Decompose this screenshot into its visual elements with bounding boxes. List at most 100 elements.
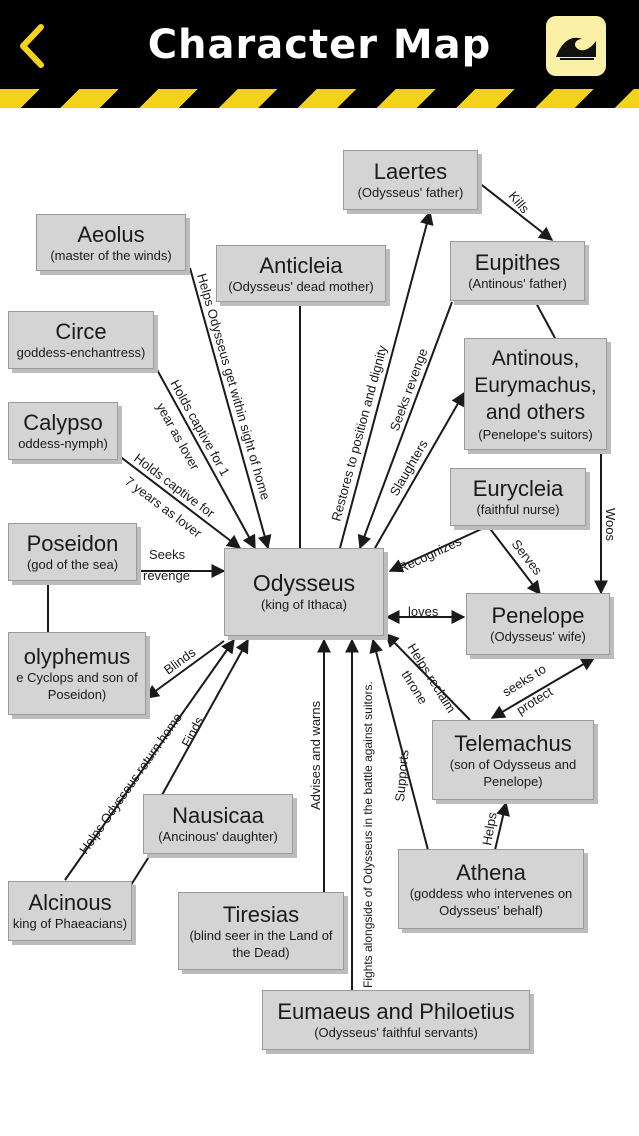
label-helps-odysseus-sight: Helps Odysseus get within sight of home bbox=[194, 272, 273, 502]
node-desc-line-2: Odysseus' behalf) bbox=[439, 902, 543, 918]
edge-eurycleia-penelope bbox=[487, 525, 541, 596]
diagram-edges: Kills Helps Odysseus get within sight of… bbox=[47, 181, 618, 990]
label-restores: Restores to position and dignity bbox=[328, 343, 390, 523]
edge-odysseus-suitors bbox=[374, 391, 465, 549]
node-desc: oddess-nymph) bbox=[18, 436, 108, 451]
node-desc-line-1: e Cyclops and son of bbox=[16, 670, 138, 685]
node-anticleia[interactable]: Anticleia (Odysseus' dead mother) bbox=[216, 245, 386, 302]
character-map-diagram: Kills Helps Odysseus get within sight of… bbox=[0, 108, 639, 1136]
node-telemachus[interactable]: Telemachus (son of Odysseus and Penelope… bbox=[432, 720, 594, 800]
node-name: Calypso bbox=[23, 410, 103, 435]
node-penelope[interactable]: Penelope (Odysseus' wife) bbox=[466, 593, 610, 655]
node-name: Nausicaa bbox=[172, 803, 264, 828]
node-eurycleia[interactable]: Eurycleia (faithful nurse) bbox=[450, 468, 586, 526]
node-desc-line-2: the Dead) bbox=[232, 944, 290, 960]
label-revenge-poseidon: revenge bbox=[143, 568, 190, 583]
edge-odysseus-laertes bbox=[339, 210, 434, 549]
app-header: Character Map bbox=[0, 0, 639, 108]
node-name-line-2: Eurymachus, bbox=[474, 374, 597, 397]
node-nausicaa[interactable]: Nausicaa (Ancinous' daughter) bbox=[143, 794, 293, 854]
node-name-line-3: and others bbox=[485, 401, 586, 424]
node-name: Alcinous bbox=[28, 890, 112, 915]
node-name: Anticleia bbox=[259, 252, 343, 278]
label-fights: Fights alongside of Odysseus in the batt… bbox=[361, 681, 375, 988]
node-poseidon[interactable]: Poseidon (god of the sea) bbox=[8, 523, 137, 581]
node-name: Eurycleia bbox=[472, 476, 564, 501]
node-desc: (Odysseus' father) bbox=[357, 185, 464, 200]
node-name: Aeolus bbox=[77, 221, 145, 247]
edge-eupithes-odysseus bbox=[357, 301, 453, 550]
hazard-stripes bbox=[0, 89, 639, 108]
edge-eurycleia-odysseus bbox=[388, 525, 489, 573]
node-polyphemus[interactable]: olyphemus e Cyclops and son of Poseidon) bbox=[8, 632, 146, 715]
node-desc: (Ancinous' daughter) bbox=[158, 829, 278, 844]
edge-alcinous-odysseus bbox=[64, 638, 235, 881]
node-desc-line-1: (son of Odysseus and bbox=[449, 756, 577, 772]
page-title: Character Map bbox=[147, 22, 492, 68]
node-alcinous[interactable]: Alcinous king of Phaeacians) bbox=[8, 881, 132, 941]
node-name: Eumaeus and Philoetius bbox=[277, 999, 515, 1024]
node-name-line-1: Antinous, bbox=[491, 347, 580, 370]
label-helps: Helps bbox=[479, 811, 500, 847]
label-kills: Kills bbox=[506, 188, 533, 216]
edge-eupithes-suitors bbox=[534, 300, 556, 339]
node-desc: (Penelope's suitors) bbox=[478, 427, 593, 442]
chevron-left-icon bbox=[20, 24, 44, 68]
edge-odysseus-polyphemus bbox=[144, 640, 225, 699]
edge-nausicaa-odysseus bbox=[161, 638, 249, 796]
node-name: olyphemus bbox=[23, 644, 131, 669]
node-odysseus[interactable]: Odysseus (king of Ithaca) bbox=[224, 548, 384, 636]
edge-circe-odysseus bbox=[154, 365, 256, 550]
node-circe[interactable]: Circe goddess-enchantress) bbox=[8, 311, 154, 369]
node-name: Eupithes bbox=[474, 250, 561, 275]
node-desc: goddess-enchantress) bbox=[16, 345, 146, 360]
node-desc-line-1: (blind seer in the Land of bbox=[189, 927, 333, 943]
edge-nausicaa-alcinous bbox=[130, 854, 151, 886]
back-button[interactable] bbox=[8, 18, 56, 74]
node-desc: (faithful nurse) bbox=[476, 502, 560, 517]
label-woos: Woos bbox=[603, 508, 618, 541]
node-name: Telemachus bbox=[454, 730, 572, 756]
edge-athena-odysseus-supports bbox=[369, 638, 429, 851]
node-desc-line-2: Penelope) bbox=[483, 773, 543, 789]
node-name: Penelope bbox=[491, 603, 585, 628]
label-recognizes: Recognizes bbox=[396, 533, 464, 576]
node-desc: (Antinous' father) bbox=[468, 276, 567, 291]
node-tiresias[interactable]: Tiresias (blind seer in the Land of the … bbox=[178, 892, 344, 970]
node-desc: king of Phaeacians) bbox=[12, 916, 128, 931]
node-desc: (god of the sea) bbox=[26, 557, 119, 572]
edge-aeolus-odysseus bbox=[189, 267, 272, 550]
node-eumaeus-philoetius[interactable]: Eumaeus and Philoetius (Odysseus' faithf… bbox=[262, 990, 530, 1050]
label-supports: Supports bbox=[392, 749, 412, 803]
node-desc: (king of Ithaca) bbox=[261, 597, 347, 612]
node-name: Laertes bbox=[373, 159, 448, 184]
node-name: Circe bbox=[55, 319, 107, 344]
label-serves: Serves bbox=[509, 537, 546, 579]
edge-telemachus-penelope bbox=[490, 657, 596, 719]
node-desc: (master of the winds) bbox=[50, 247, 172, 263]
label-loves: loves bbox=[408, 604, 439, 619]
node-desc: (Odysseus' faithful servants) bbox=[314, 1025, 478, 1040]
node-calypso[interactable]: Calypso oddess-nymph) bbox=[8, 402, 118, 460]
node-desc-line-2: Poseidon) bbox=[47, 687, 107, 702]
node-laertes[interactable]: Laertes (Odysseus' father) bbox=[343, 150, 478, 210]
wave-logo-icon bbox=[556, 37, 596, 60]
node-desc: (Odysseus' dead mother) bbox=[228, 278, 374, 294]
node-name: Tiresias bbox=[222, 901, 300, 927]
node-desc: (Odysseus' wife) bbox=[490, 629, 586, 644]
edge-laertes-eupithes bbox=[477, 181, 554, 241]
node-athena[interactable]: Athena (goddess who intervenes on Odysse… bbox=[398, 849, 584, 929]
node-aeolus[interactable]: Aeolus (master of the winds) bbox=[36, 214, 186, 271]
node-desc-line-1: (goddess who intervenes on bbox=[409, 885, 573, 901]
logo-button[interactable] bbox=[546, 16, 606, 76]
edge-telemachus-odysseus bbox=[385, 632, 471, 721]
label-seeks-poseidon: Seeks bbox=[149, 547, 186, 562]
edge-calypso-odysseus bbox=[117, 454, 242, 549]
edge-athena-telemachus bbox=[494, 801, 510, 851]
node-name: Poseidon bbox=[26, 531, 119, 556]
node-eupithes[interactable]: Eupithes (Antinous' father) bbox=[450, 241, 585, 301]
node-suitors[interactable]: Antinous, Eurymachus, and others (Penelo… bbox=[464, 338, 607, 450]
node-name: Athena bbox=[456, 859, 526, 885]
label-advises: Advises and warns bbox=[308, 700, 323, 810]
node-name: Odysseus bbox=[252, 570, 356, 596]
